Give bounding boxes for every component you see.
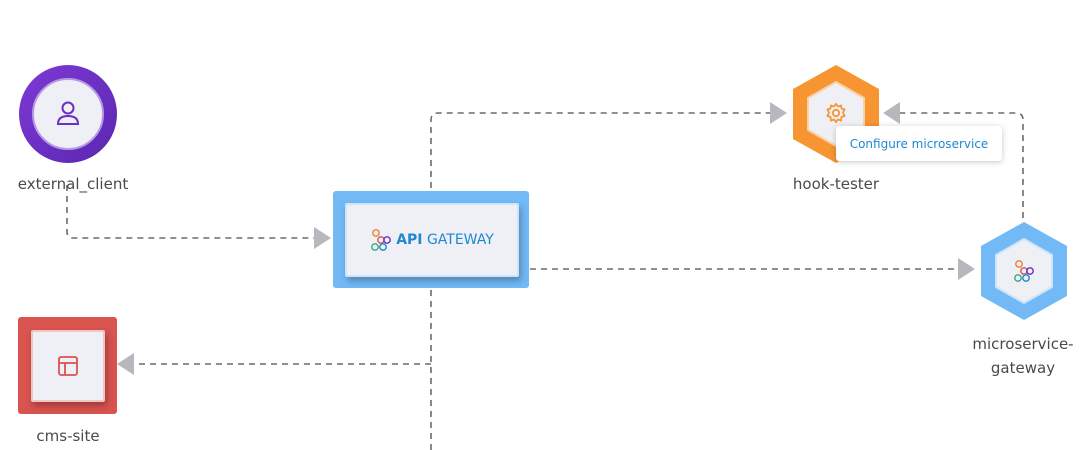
arrowhead-hook-tester-left xyxy=(770,102,787,124)
edge-gateway-to-cms-site xyxy=(134,290,432,450)
node-external-client[interactable] xyxy=(18,64,118,164)
api-gateway-inner-card: API GATEWAY xyxy=(345,203,519,277)
edge-gateway-to-hook-tester xyxy=(430,112,770,188)
arrowhead-client-gateway xyxy=(314,227,331,249)
hexagon-cluster-icon xyxy=(371,229,392,251)
label-external-client: external_client xyxy=(17,175,129,193)
label-microservice-gateway-line2: gateway xyxy=(990,359,1056,377)
arrowhead-microservice-gateway xyxy=(958,258,975,280)
label-cms-site: cms-site xyxy=(36,427,100,445)
label-microservice-gateway: microservice- gateway xyxy=(958,332,1088,380)
gear-icon xyxy=(826,102,846,124)
api-gateway-title: GATEWAY xyxy=(422,232,494,248)
label-hook-tester: hook-tester xyxy=(792,175,880,193)
cms-site-inner-card xyxy=(31,330,105,402)
layout-icon xyxy=(58,356,78,376)
api-gateway-title-bold: API xyxy=(396,232,423,248)
user-icon xyxy=(56,101,80,125)
edge-microservice-gateway-to-hook-tester xyxy=(900,112,1024,218)
node-microservice-gateway[interactable] xyxy=(980,221,1068,321)
hexagon-cluster-icon xyxy=(1014,260,1034,282)
configure-microservice-tooltip[interactable]: Configure microservice xyxy=(836,126,1002,161)
edge-client-to-gateway xyxy=(66,185,316,239)
label-microservice-gateway-line1: microservice- xyxy=(972,335,1074,353)
arrowhead-hook-tester-right xyxy=(883,102,900,124)
node-cms-site[interactable] xyxy=(18,317,117,414)
node-api-gateway[interactable]: API GATEWAY xyxy=(333,191,529,288)
arrowhead-cms-site xyxy=(117,353,134,375)
